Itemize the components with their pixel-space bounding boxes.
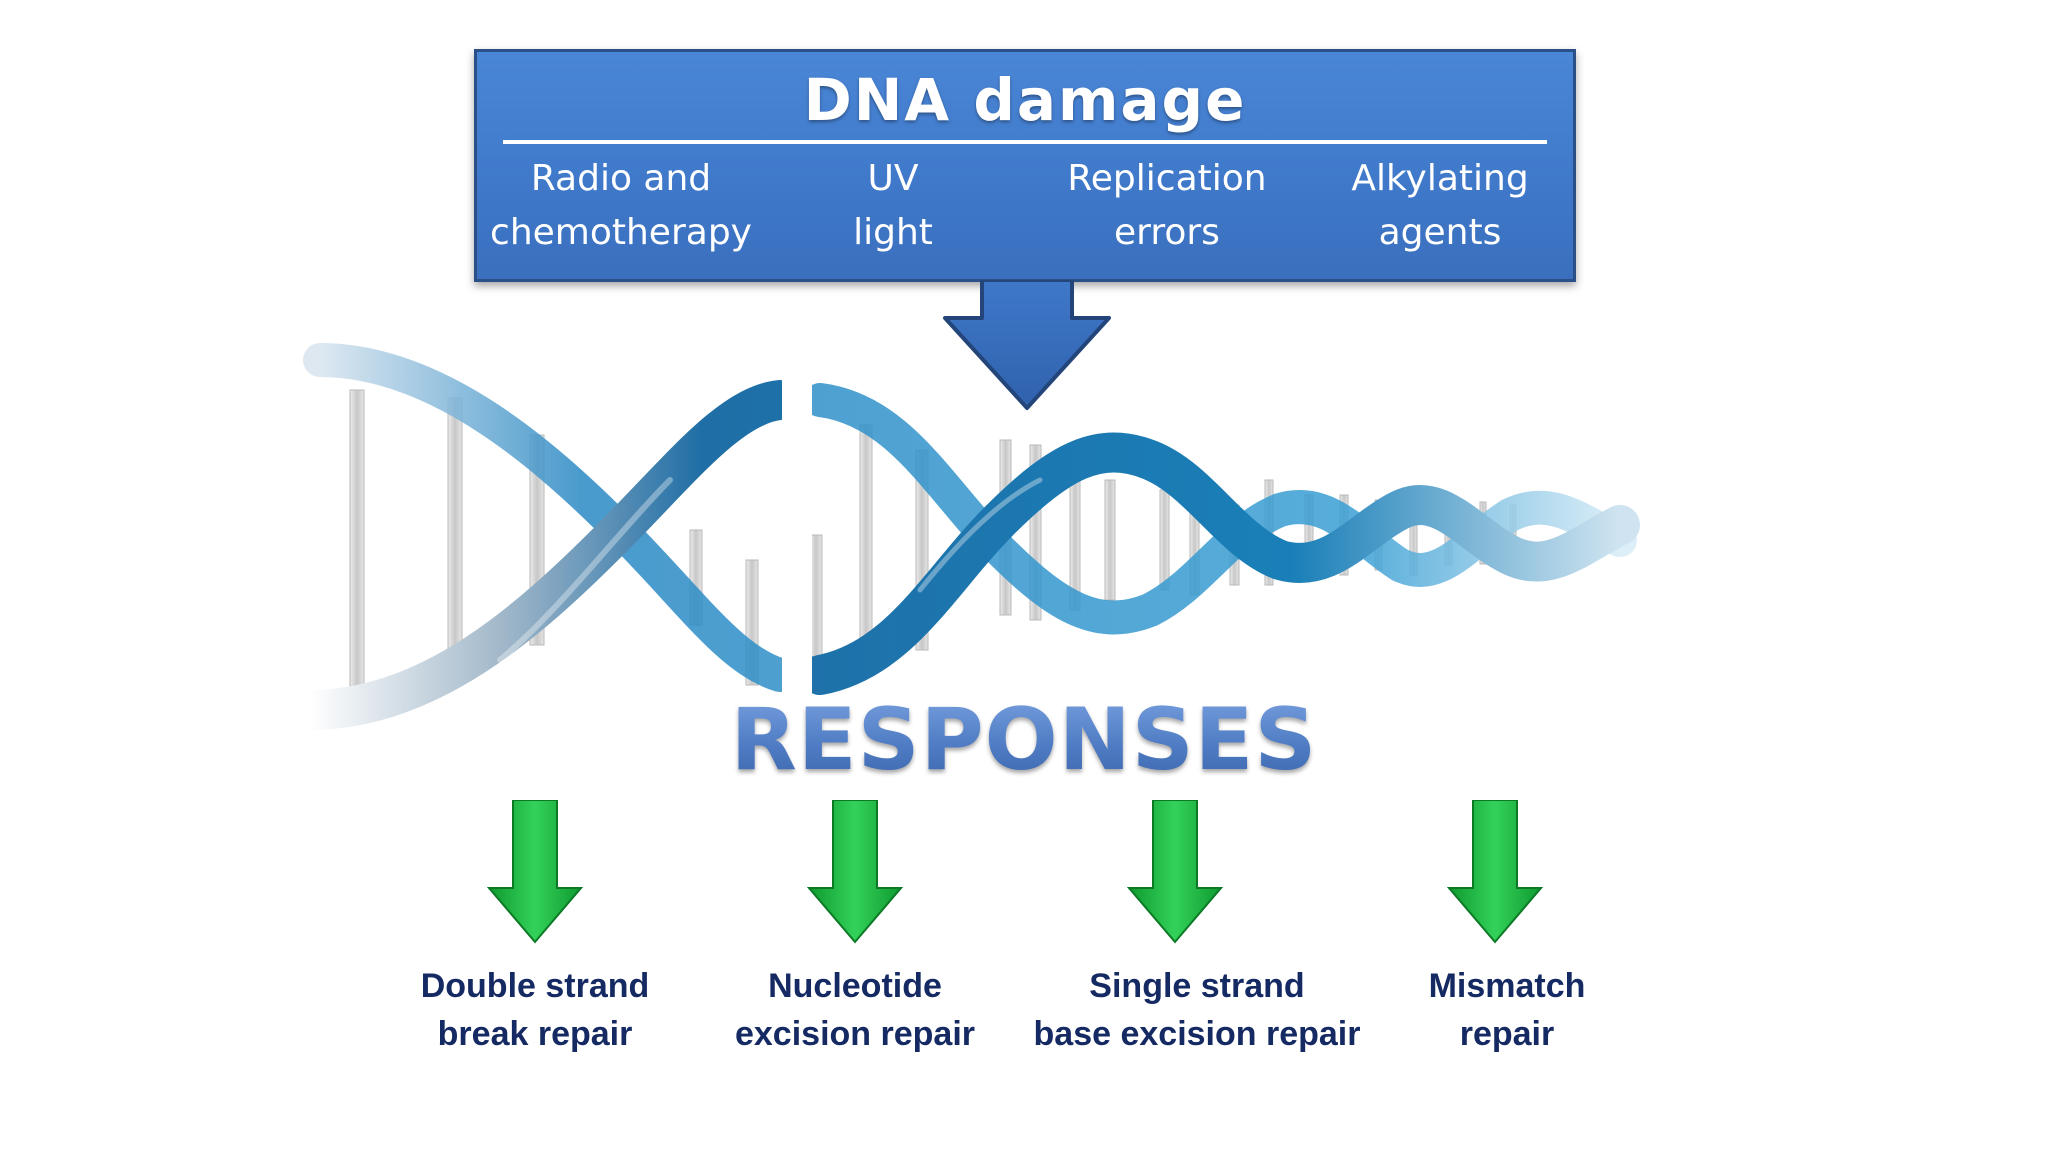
cause-line: chemotherapy: [490, 212, 752, 253]
repair-mismatch: Mismatch repair: [1429, 962, 1586, 1058]
cause-replication-errors: Replication errors: [1067, 152, 1266, 260]
dna-damage-box: DNA damage Radio and chemotherapy UV lig…: [474, 49, 1576, 282]
repair-nucleotide-excision: Nucleotide excision repair: [735, 962, 975, 1058]
cause-line: light: [853, 212, 933, 253]
cause-line: Alkylating: [1351, 158, 1529, 199]
repair-line: break repair: [437, 1015, 633, 1053]
repair-line: repair: [1459, 1015, 1555, 1053]
title-divider: [503, 140, 1547, 144]
cause-uv-light: UV light: [853, 152, 933, 260]
repair-line: Nucleotide: [768, 967, 942, 1005]
repair-line: Single strand: [1089, 967, 1305, 1005]
green-down-arrow-icon: [807, 800, 903, 944]
cause-radio-chemotherapy: Radio and chemotherapy: [490, 152, 752, 260]
cause-alkylating-agents: Alkylating agents: [1351, 152, 1528, 260]
cause-line: errors: [1114, 212, 1220, 253]
repair-line: excision repair: [734, 1015, 976, 1053]
cause-line: UV: [867, 158, 919, 199]
dna-helix-image: [300, 343, 1640, 730]
cause-line: Radio and: [530, 158, 712, 199]
green-down-arrow-icon: [1447, 800, 1543, 944]
repair-line: Mismatch: [1428, 967, 1586, 1005]
cause-line: agents: [1378, 212, 1502, 253]
dna-damage-title: DNA damage: [803, 66, 1247, 134]
repair-line: base excision repair: [1033, 1015, 1361, 1053]
repair-double-strand-break: Double strand break repair: [421, 962, 650, 1058]
responses-heading: RESPONSES: [0, 690, 2048, 790]
cause-line: Replication: [1067, 158, 1267, 199]
repair-line: Double strand: [420, 967, 650, 1005]
damage-down-arrow: [943, 280, 1111, 410]
repair-single-strand-base-excision: Single strand base excision repair: [1034, 962, 1361, 1058]
green-down-arrow-icon: [487, 800, 583, 944]
green-down-arrow-icon: [1127, 800, 1223, 944]
